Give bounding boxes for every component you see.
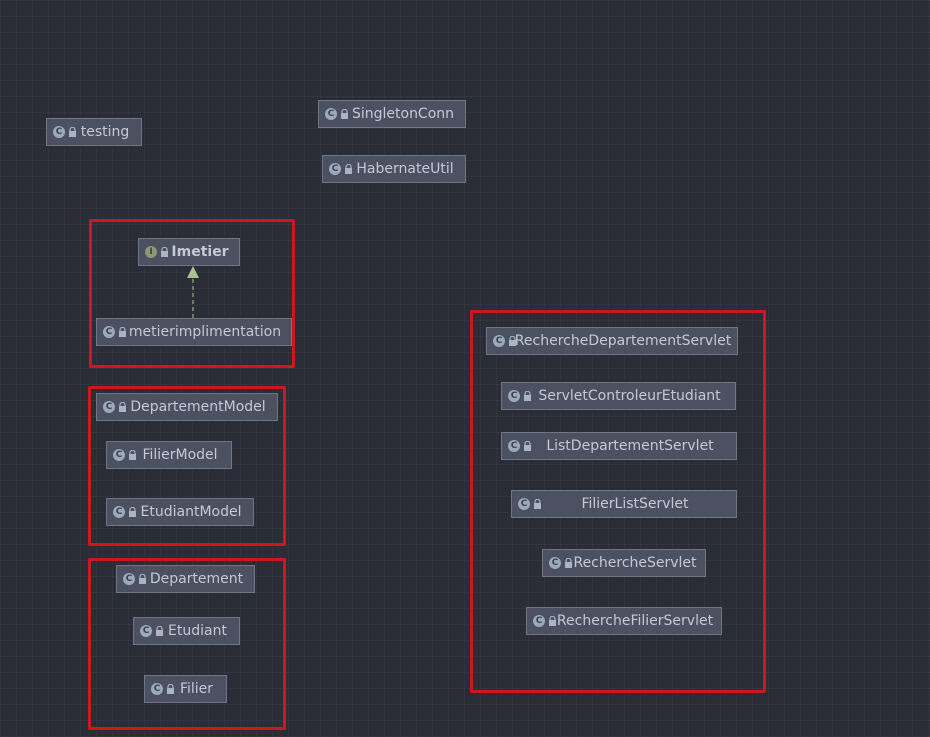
class-node-testing[interactable]: C testing <box>46 118 142 146</box>
class-node-metierimplimentation[interactable]: C metierimplimentation <box>96 318 292 346</box>
highlight-zone-entities <box>88 558 286 730</box>
class-icon: C <box>53 126 65 138</box>
class-icon: C <box>329 163 341 175</box>
class-node-recherche-departement-servlet[interactable]: C RechercheDepartementServlet <box>486 327 738 355</box>
highlight-zone-servlets <box>470 310 766 693</box>
class-label: RechercheServlet <box>573 555 697 571</box>
class-label: DepartementModel <box>130 399 266 415</box>
class-node-departement[interactable]: C Departement <box>116 565 255 593</box>
class-node-filier-list-servlet[interactable]: C FilierListServlet <box>511 490 737 518</box>
class-label: testing <box>80 124 130 140</box>
lock-icon <box>156 626 163 636</box>
interface-label: Imetier <box>171 244 229 260</box>
lock-icon <box>345 164 352 174</box>
lock-icon <box>119 402 126 412</box>
lock-icon <box>534 499 541 509</box>
lock-icon <box>69 127 76 137</box>
class-label: ServletControleurEtudiant <box>538 388 721 404</box>
class-icon: C <box>325 108 337 120</box>
class-icon: C <box>508 390 520 402</box>
class-label: FilierModel <box>142 447 218 463</box>
class-icon: C <box>493 335 505 347</box>
class-node-list-departement-servlet[interactable]: C ListDepartementServlet <box>501 432 737 460</box>
class-icon: C <box>113 449 125 461</box>
class-label: RechercheDepartementServlet <box>514 333 732 349</box>
lock-icon <box>161 247 168 257</box>
class-label: FilierListServlet <box>581 496 689 512</box>
lock-icon <box>129 450 136 460</box>
class-label: Departement <box>149 571 244 587</box>
class-icon: C <box>123 573 135 585</box>
class-icon: C <box>140 625 152 637</box>
lock-icon <box>524 391 531 401</box>
class-label: HabernateUtil <box>356 161 454 177</box>
class-label: Etudiant <box>168 623 227 639</box>
class-icon: C <box>151 683 163 695</box>
lock-icon <box>509 336 516 346</box>
class-node-recherche-servlet[interactable]: C RechercheServlet <box>542 549 706 577</box>
interface-node-imetier[interactable]: I Imetier <box>138 238 240 266</box>
lock-icon <box>565 558 572 568</box>
class-label: RechercheFilierServlet <box>556 613 714 629</box>
lock-icon <box>341 109 348 119</box>
class-icon: C <box>533 615 545 627</box>
highlight-zone-metier <box>89 219 295 368</box>
class-icon: C <box>549 557 561 569</box>
class-node-recherche-filier-servlet[interactable]: C RechercheFilierServlet <box>526 607 722 635</box>
class-icon: C <box>113 506 125 518</box>
highlight-zone-models <box>88 386 286 546</box>
class-node-filier-model[interactable]: C FilierModel <box>106 441 232 469</box>
class-node-filier[interactable]: C Filier <box>144 675 227 703</box>
class-icon: C <box>103 326 115 338</box>
class-icon: C <box>508 440 520 452</box>
class-icon: C <box>103 401 115 413</box>
class-label: SingletonConn <box>351 106 455 122</box>
class-label: metierimplimentation <box>128 324 282 340</box>
lock-icon <box>549 616 556 626</box>
class-node-servlet-controleur-etudiant[interactable]: C ServletControleurEtudiant <box>501 382 736 410</box>
lock-icon <box>119 327 126 337</box>
class-node-habernate-util[interactable]: C HabernateUtil <box>322 155 466 183</box>
lock-icon <box>139 574 146 584</box>
interface-icon: I <box>145 246 157 258</box>
class-node-etudiant-model[interactable]: C EtudiantModel <box>106 498 254 526</box>
class-node-etudiant[interactable]: C Etudiant <box>133 617 240 645</box>
class-label: ListDepartementServlet <box>546 438 714 454</box>
lock-icon <box>129 507 136 517</box>
class-node-departement-model[interactable]: C DepartementModel <box>96 393 278 421</box>
class-icon: C <box>518 498 530 510</box>
lock-icon <box>167 684 174 694</box>
class-node-singleton-conn[interactable]: C SingletonConn <box>318 100 466 128</box>
class-label: Filier <box>179 681 214 697</box>
class-label: EtudiantModel <box>140 504 242 520</box>
lock-icon <box>524 441 531 451</box>
